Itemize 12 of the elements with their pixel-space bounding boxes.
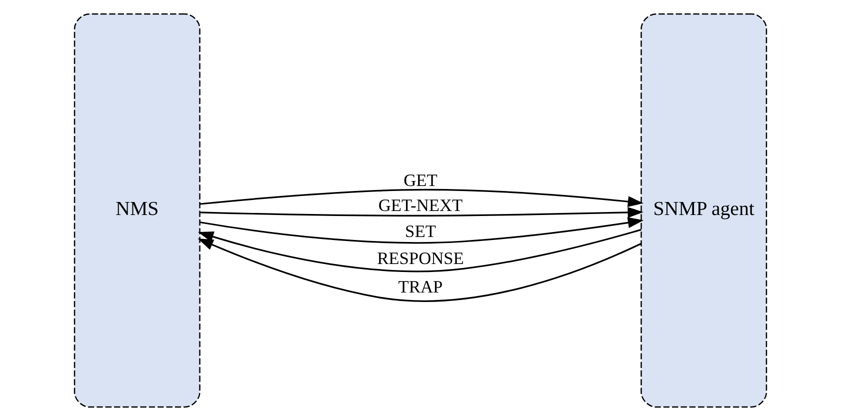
arrow bbox=[198, 228, 642, 272]
node-box: SNMP agent bbox=[640, 12, 768, 408]
edge-label: TRAP bbox=[398, 277, 443, 296]
node-box: NMS bbox=[74, 12, 200, 408]
arrow bbox=[198, 238, 642, 302]
edge-label: SET bbox=[405, 221, 436, 240]
arrow bbox=[200, 206, 644, 218]
arrow bbox=[200, 216, 644, 244]
edge-label: GET-NEXT bbox=[378, 195, 463, 214]
arrow bbox=[200, 188, 644, 207]
edge-label: RESPONSE bbox=[377, 248, 464, 268]
edge-label: GET bbox=[404, 170, 438, 190]
